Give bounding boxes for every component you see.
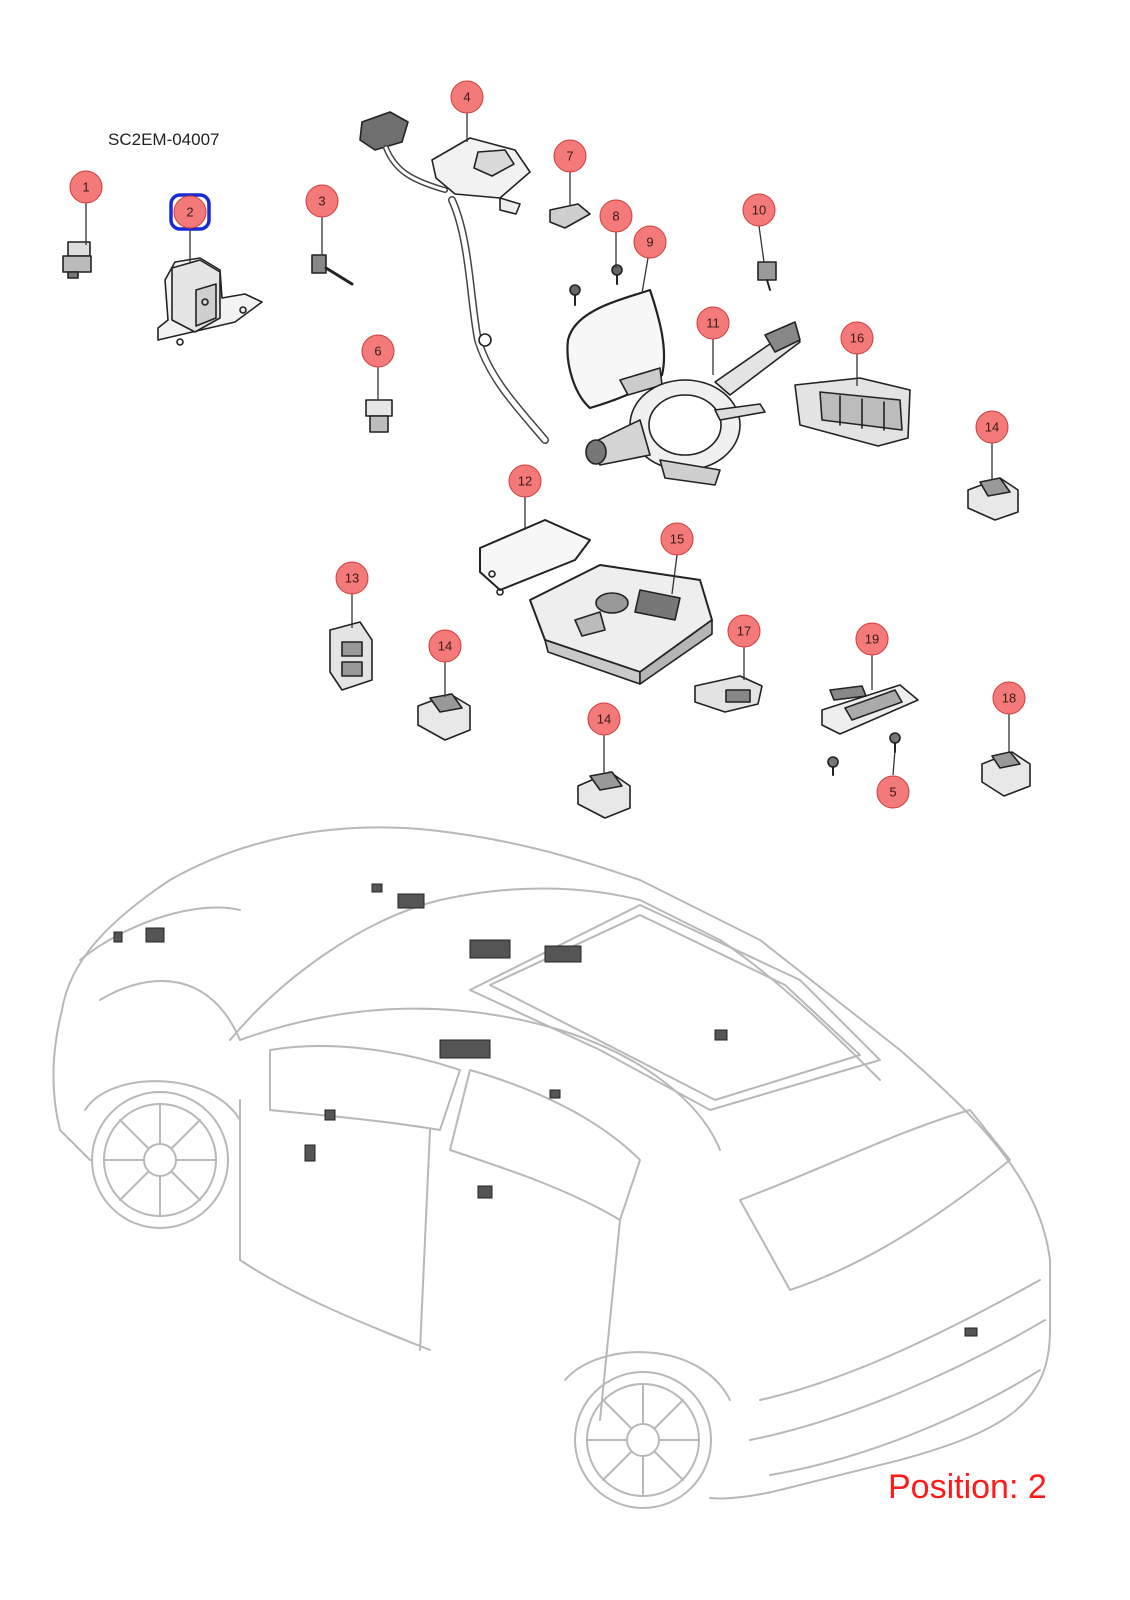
callout-13[interactable]: 13 <box>335 561 369 595</box>
callout-14-right[interactable]: 14 <box>975 410 1009 444</box>
svg-text:15: 15 <box>670 532 684 547</box>
svg-text:19: 19 <box>865 632 879 647</box>
part-14-switch-center[interactable] <box>577 771 631 819</box>
svg-text:14: 14 <box>438 639 452 654</box>
callout-12[interactable]: 12 <box>508 464 542 498</box>
part-16-switch-panel[interactable] <box>794 377 911 447</box>
installed-part-marks <box>113 883 978 1337</box>
callout-8[interactable]: 8 <box>599 199 633 233</box>
svg-text:18: 18 <box>1002 691 1016 706</box>
part-2-relay-module[interactable] <box>157 257 263 346</box>
callout-5[interactable]: 5 <box>876 775 910 809</box>
callout-6[interactable]: 6 <box>361 334 395 368</box>
svg-text:7: 7 <box>566 149 573 164</box>
part-4-module-harness[interactable] <box>359 111 549 444</box>
part-9-screw[interactable] <box>569 284 581 306</box>
callout-1[interactable]: 1 <box>69 170 103 204</box>
callout-15[interactable]: 15 <box>660 522 694 556</box>
callout-14-center[interactable]: 14 <box>587 702 621 736</box>
svg-text:9: 9 <box>646 235 653 250</box>
selection-ring <box>169 193 211 231</box>
svg-text:13: 13 <box>345 571 359 586</box>
part-8-screw[interactable] <box>611 264 623 285</box>
svg-text:8: 8 <box>612 209 619 224</box>
svg-text:14: 14 <box>597 712 611 727</box>
part-5-screws[interactable] <box>827 732 901 776</box>
svg-text:11: 11 <box>706 316 720 331</box>
callout-2[interactable]: 2 <box>173 195 207 229</box>
part-10-connector[interactable] <box>757 261 777 291</box>
svg-text:14: 14 <box>985 420 999 435</box>
callout-16[interactable]: 16 <box>840 321 874 355</box>
vehicle-outline <box>52 826 1051 1509</box>
part-12-bracket[interactable] <box>479 519 591 596</box>
callout-17[interactable]: 17 <box>727 614 761 648</box>
part-7-connector[interactable] <box>549 203 591 229</box>
svg-text:12: 12 <box>518 474 532 489</box>
callout-9[interactable]: 9 <box>633 225 667 259</box>
svg-text:1: 1 <box>82 180 89 195</box>
part-13-relay-block[interactable] <box>329 621 373 691</box>
part-1-sensor[interactable] <box>62 241 92 279</box>
part-19-lamp-housing[interactable] <box>821 684 919 735</box>
part-14-switch-right[interactable] <box>967 477 1019 521</box>
callout-14-left[interactable]: 14 <box>428 629 462 663</box>
svg-text:5: 5 <box>889 785 896 800</box>
part-17-module[interactable] <box>694 675 763 713</box>
callout-19[interactable]: 19 <box>855 622 889 656</box>
leader-lines <box>85 113 1010 776</box>
callout-11[interactable]: 11 <box>696 306 730 340</box>
callouts: 1 2 3 4 5 6 7 <box>69 80 1026 809</box>
callout-10[interactable]: 10 <box>742 193 776 227</box>
svg-text:17: 17 <box>737 624 751 639</box>
svg-text:2: 2 <box>186 205 193 220</box>
svg-text:4: 4 <box>463 90 470 105</box>
part-15-control-unit[interactable] <box>529 564 713 685</box>
part-6-clip[interactable] <box>365 399 393 433</box>
callout-18[interactable]: 18 <box>992 681 1026 715</box>
svg-text:10: 10 <box>752 203 766 218</box>
part-3-stud[interactable] <box>311 254 354 286</box>
callout-7[interactable]: 7 <box>553 139 587 173</box>
part-14-switch-left[interactable] <box>417 693 471 741</box>
position-label: Position: 2 <box>888 1468 1047 1506</box>
part-9-panel[interactable] <box>566 288 666 410</box>
svg-text:6: 6 <box>374 344 381 359</box>
svg-text:3: 3 <box>318 194 325 209</box>
callout-4[interactable]: 4 <box>450 80 484 114</box>
part-18-switch[interactable] <box>981 751 1031 797</box>
part-11-column-switch[interactable] <box>585 321 801 486</box>
callout-3[interactable]: 3 <box>305 184 339 218</box>
diagram-code: SC2EM-04007 <box>108 130 220 149</box>
svg-text:16: 16 <box>850 331 864 346</box>
